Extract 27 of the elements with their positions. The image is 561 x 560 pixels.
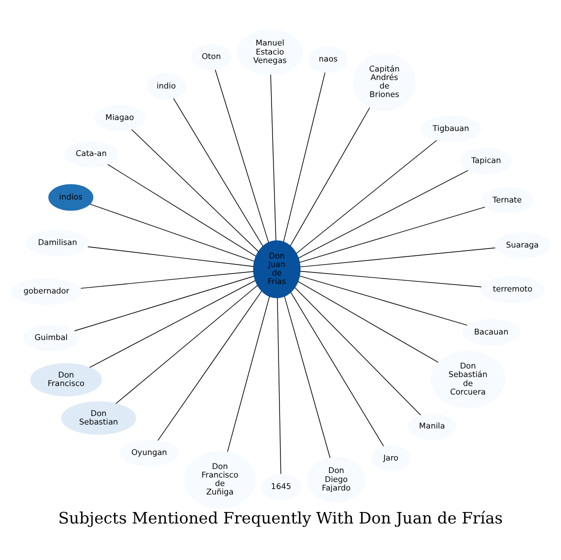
connector	[300, 247, 496, 267]
connector	[74, 275, 255, 331]
connector	[214, 68, 269, 242]
connector	[107, 164, 256, 256]
connector	[283, 72, 326, 242]
connector	[290, 106, 370, 246]
connector	[284, 295, 330, 458]
connector	[299, 206, 486, 262]
connector	[277, 296, 282, 474]
connector	[299, 275, 468, 326]
connector	[227, 295, 270, 452]
connector	[88, 246, 254, 266]
connector	[298, 170, 468, 258]
connector	[116, 284, 258, 404]
connector	[290, 291, 384, 446]
connector	[80, 270, 254, 288]
connector	[298, 280, 439, 362]
connector	[294, 286, 421, 415]
connector	[270, 74, 276, 240]
connector	[158, 290, 262, 440]
diagram-title: Subjects Mentioned Frequently With Don Juan de Frías	[58, 508, 503, 528]
connector	[300, 270, 482, 287]
connector	[90, 203, 255, 262]
connector	[89, 280, 256, 368]
connector	[131, 128, 259, 252]
connector	[296, 140, 437, 254]
connector	[173, 98, 264, 246]
